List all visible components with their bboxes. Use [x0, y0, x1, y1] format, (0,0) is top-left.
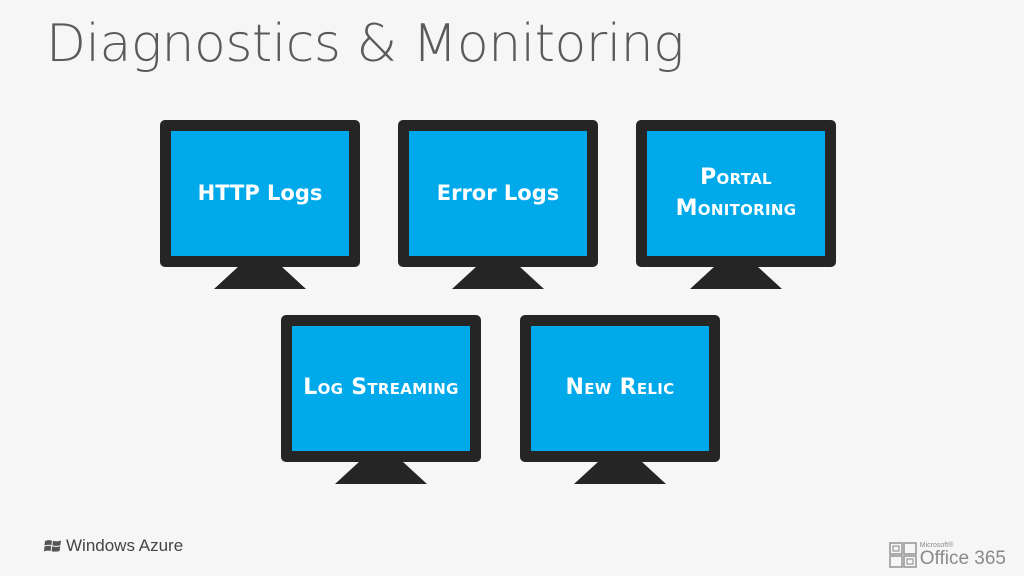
monitor-screen-label: HTTP Logs [171, 131, 349, 256]
office-365-logo: Microsoft® Office 365 [888, 542, 1006, 569]
monitor-log-streaming: Log Streaming [281, 315, 481, 485]
windows-azure-logo: Windows Azure [44, 536, 183, 556]
monitor-portal-monitoring: Portal Monitoring [636, 120, 836, 290]
monitor-screen-label: Log Streaming [292, 326, 470, 451]
office-365-text: Office 365 [919, 548, 1006, 569]
monitor-stand [452, 267, 544, 289]
office-microsoft-text: Microsoft® [919, 542, 954, 549]
monitor-stand [574, 462, 666, 484]
monitor-http-logs: HTTP Logs [160, 120, 360, 290]
office-icon [888, 542, 917, 568]
monitor-stand [214, 267, 306, 289]
monitor-screen-label: New Relic [531, 326, 709, 451]
monitor-new-relic: New Relic [520, 315, 720, 485]
windows-azure-text: Windows Azure [66, 536, 184, 555]
slide-title: Diagnostics & Monitoring [46, 14, 684, 74]
monitor-stand [690, 267, 782, 289]
monitor-screen-label: Portal Monitoring [647, 131, 825, 256]
monitor-stand [335, 462, 427, 484]
monitor-error-logs: Error Logs [398, 120, 598, 290]
monitor-screen-label: Error Logs [409, 131, 587, 256]
windows-flag-icon [44, 540, 61, 552]
